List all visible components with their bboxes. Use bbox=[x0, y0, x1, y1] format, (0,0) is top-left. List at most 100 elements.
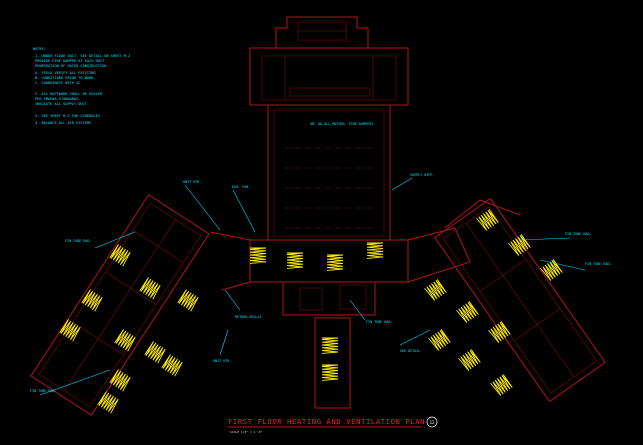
coil-zigzag bbox=[114, 329, 136, 352]
note-line: 2. ALL DUCTWORK SHALL BE SEALED bbox=[35, 92, 102, 96]
callouts: FIN TUBE RAD. FIN TUBE RAD. FIN TUBE RAD… bbox=[30, 122, 612, 396]
coil-zigzag bbox=[59, 319, 81, 342]
coil-zigzag bbox=[540, 259, 563, 281]
leader-line bbox=[399, 329, 431, 346]
left-wing-wall bbox=[30, 194, 210, 416]
duct-run bbox=[289, 87, 371, 97]
leader-line bbox=[224, 289, 241, 311]
leader-line bbox=[349, 299, 366, 321]
note-line: PROVIDE FIRE DAMPER AT EACH DUCT bbox=[35, 59, 105, 63]
leader-line bbox=[39, 369, 111, 396]
callout-text: UNIT HTR. bbox=[213, 359, 231, 363]
hvac-coil-icon bbox=[249, 247, 267, 264]
callout-text: FIN TUBE RAD. bbox=[30, 389, 57, 393]
hvac-coil-icon bbox=[458, 349, 481, 371]
coil-zigzag bbox=[456, 301, 479, 323]
hvac-coil-icon bbox=[321, 337, 339, 354]
coil-zigzag bbox=[428, 329, 451, 351]
notes-heading: NOTES: bbox=[33, 47, 46, 51]
leader-line bbox=[232, 189, 256, 233]
coil-zigzag bbox=[326, 254, 344, 271]
sheet-marker-circle bbox=[426, 416, 438, 428]
stage-outline bbox=[297, 21, 347, 41]
hvac-coil-icon bbox=[161, 354, 183, 377]
coil-zigzag bbox=[508, 234, 531, 256]
coil-zigzag bbox=[366, 242, 384, 259]
note-line: 4. BALANCE ALL AIR SYSTEMS bbox=[35, 121, 91, 125]
coil-zigzag bbox=[109, 244, 131, 267]
hvac-units bbox=[59, 209, 563, 414]
hvac-coil-icon bbox=[114, 329, 136, 352]
vestibule-wall bbox=[249, 239, 409, 283]
partition bbox=[479, 259, 526, 292]
corridor bbox=[465, 222, 575, 378]
hvac-coil-icon bbox=[366, 242, 384, 259]
central-hall bbox=[249, 16, 409, 409]
nave-inner bbox=[273, 109, 385, 237]
stair bbox=[339, 284, 367, 310]
left-wing bbox=[30, 194, 210, 416]
coil-zigzag bbox=[488, 321, 511, 343]
right-roof-edge bbox=[444, 199, 521, 229]
callout-text: FIN TUBE RAD. bbox=[565, 232, 592, 236]
left-connector bbox=[209, 231, 251, 291]
right-connector bbox=[407, 227, 471, 283]
coil-zigzag bbox=[424, 279, 447, 301]
hvac-coil-icon bbox=[488, 321, 511, 343]
note-line: A. FIELD VERIFY ALL EXISTING bbox=[35, 71, 96, 75]
note-line: 1. UNDER FLOOR DUCT, SEE DETAIL ON SHEET… bbox=[35, 54, 130, 58]
hvac-coil-icon bbox=[144, 341, 166, 364]
callout-text: SEE DETAIL bbox=[400, 349, 420, 353]
note-line: B. CONDITIONS PRIOR TO WORK bbox=[35, 76, 94, 80]
sheet-marker-text: 12 bbox=[430, 420, 435, 425]
hvac-coil-icon bbox=[326, 254, 344, 271]
leader-line bbox=[219, 329, 229, 356]
callout-text: 48" AD ALL MOTORS, FIRE DAMPERS bbox=[310, 122, 373, 126]
lobby-wall bbox=[282, 281, 376, 316]
hvac-coil-icon bbox=[476, 209, 499, 231]
coil-zigzag bbox=[81, 289, 103, 312]
coil-zigzag bbox=[109, 369, 131, 392]
callout-text: SUPPLY DIFF. bbox=[410, 173, 435, 177]
notes-block: NOTES: 1. UNDER FLOOR DUCT, SEE DETAIL O… bbox=[33, 47, 130, 125]
coil-zigzag bbox=[458, 349, 481, 371]
partition bbox=[132, 229, 184, 263]
callout-text: RETURN GRILLE bbox=[235, 315, 262, 319]
coil-zigzag bbox=[249, 247, 267, 264]
narthex-wall bbox=[249, 47, 409, 106]
hvac-coil-icon bbox=[456, 301, 479, 323]
note-line: INSULATE ALL SUPPLY DUCT. bbox=[35, 102, 89, 106]
scale-label: SCALE 1/8" = 1'-0" bbox=[230, 430, 263, 434]
callout-text: UNIT HTR. bbox=[183, 180, 201, 184]
hvac-coil-icon bbox=[424, 279, 447, 301]
coil-zigzag bbox=[321, 337, 339, 354]
tower-wall bbox=[314, 317, 351, 409]
callout-text: FIN TUBE RAD. bbox=[65, 239, 92, 243]
callout-text: EXH. FAN bbox=[232, 185, 248, 189]
note-line: C. COORDINATE WITH GC bbox=[35, 81, 80, 85]
coil-zigzag bbox=[490, 374, 513, 396]
coil-zigzag bbox=[97, 391, 119, 414]
hvac-coil-icon bbox=[139, 277, 161, 300]
coil-zigzag bbox=[161, 354, 183, 377]
coil-zigzag bbox=[286, 252, 304, 269]
right-wing bbox=[434, 197, 606, 403]
note-line: PENETRATION OF RATED CONSTRUCTION bbox=[35, 64, 106, 68]
apse-wall bbox=[275, 16, 369, 49]
hvac-coil-icon bbox=[321, 364, 339, 381]
hvac-coil-icon bbox=[59, 319, 81, 342]
note-line: PER SMACNA STANDARDS. bbox=[35, 97, 80, 101]
leader-line bbox=[539, 259, 586, 271]
coil-zigzag bbox=[177, 289, 199, 312]
leader-line bbox=[94, 231, 136, 249]
hvac-coil-icon bbox=[81, 289, 103, 312]
coil-zigzag bbox=[321, 364, 339, 381]
hvac-coil-icon bbox=[540, 259, 563, 281]
right-wing-inner bbox=[442, 206, 598, 394]
hvac-coil-icon bbox=[286, 252, 304, 269]
hvac-coil-icon bbox=[490, 374, 513, 396]
right-wing-wall bbox=[434, 197, 606, 403]
leader-line bbox=[391, 177, 413, 191]
drawing-title: FIRST FLOOR HEATING AND VENTILATION PLAN bbox=[228, 417, 425, 426]
